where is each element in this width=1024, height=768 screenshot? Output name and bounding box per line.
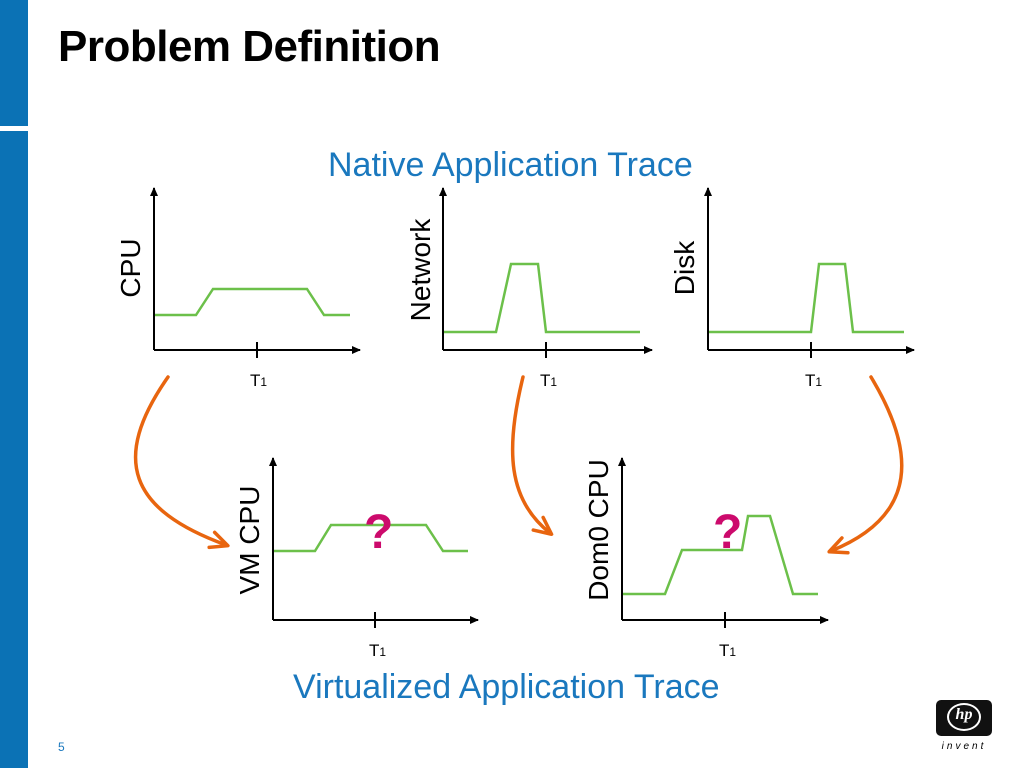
network-tick-label: T1 — [540, 371, 557, 390]
hp-invent-logo: hp invent — [934, 700, 994, 752]
network-trace-line — [444, 262, 640, 334]
vm-cpu-tick-label: T1 — [369, 641, 386, 660]
cpu-to-vm-cpu-arrow — [133, 375, 230, 550]
dom0-cpu-question-mark: ? — [713, 506, 742, 559]
vm-cpu-question-mark: ? — [364, 506, 393, 559]
hp-logo-ring — [947, 703, 981, 731]
hp-logo-tagline: invent — [941, 741, 987, 752]
left-accent-bar-bottom — [0, 131, 28, 768]
disk-axis-label: Disk — [669, 240, 700, 295]
cpu-trace-line — [155, 287, 350, 317]
vm-cpu-axis-label: VM CPU — [234, 486, 265, 595]
hp-logo-text: hp — [955, 706, 973, 723]
left-accent-bar-top — [0, 0, 28, 126]
network-chart: Network T1 — [405, 187, 653, 390]
disk-trace-line — [709, 262, 904, 334]
network-to-dom0-cpu-arrow — [510, 375, 554, 536]
hp-logo-badge: hp — [936, 700, 992, 736]
native-trace-heading: Native Application Trace — [328, 146, 693, 184]
vm-cpu-trace-line — [274, 523, 468, 553]
network-axis-label: Network — [405, 218, 436, 322]
slide-title: Problem Definition — [58, 22, 441, 71]
cpu-chart: CPU T1 — [115, 187, 361, 390]
cpu-axis-label: CPU — [115, 238, 146, 297]
disk-chart: Disk T1 — [669, 187, 915, 390]
slide-number: 5 — [58, 740, 65, 754]
dom0-cpu-axis-label: Dom0 CPU — [583, 459, 614, 601]
cpu-tick-label: T1 — [250, 371, 267, 390]
disk-tick-label: T1 — [805, 371, 822, 390]
vm-cpu-chart: VM CPU T1 ? — [234, 457, 479, 660]
disk-to-dom0-cpu-arrow — [827, 375, 904, 555]
virtualized-trace-heading: Virtualized Application Trace — [293, 668, 720, 706]
dom0-cpu-chart: Dom0 CPU T1 ? — [583, 457, 829, 660]
dom0-cpu-tick-label: T1 — [719, 641, 736, 660]
dom0-cpu-trace-line — [623, 514, 818, 596]
